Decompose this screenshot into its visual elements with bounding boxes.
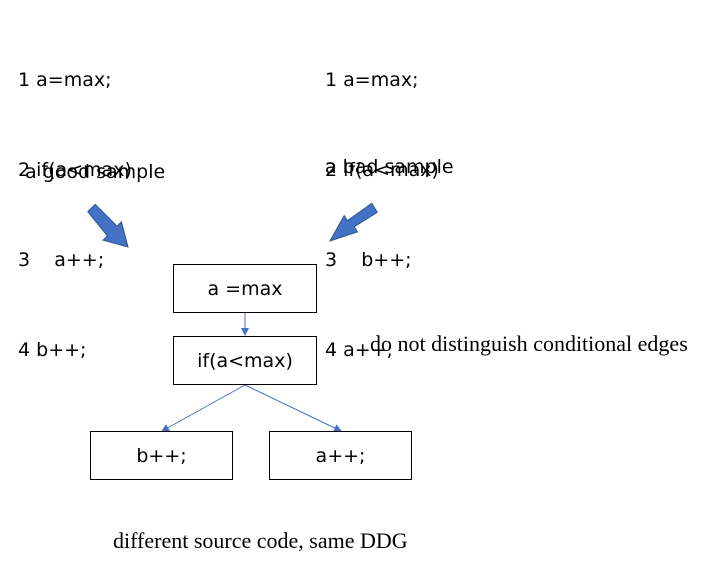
edge-cond-to-right xyxy=(244,384,342,432)
conditional-edges-note: do not distinguish conditional edges xyxy=(370,331,688,356)
bad-code-line-1: 1 a=max; xyxy=(325,69,419,91)
good-code-line-2: 2 if(a<max) xyxy=(18,159,132,181)
good-code-block: 1 a=max; 2 if(a<max) 3 a++; 4 b++; xyxy=(18,5,132,395)
good-code-line-3: 3 a++; xyxy=(18,249,105,271)
edge-cond-to-left xyxy=(161,384,246,432)
node-condition: if(a<max) xyxy=(173,336,317,385)
bad-sample-label: a bad sample xyxy=(325,156,454,178)
bad-code-line-2: 2 if(a<max) xyxy=(325,159,439,181)
node-left-label: b++; xyxy=(136,444,187,467)
good-sample-arrow xyxy=(87,203,129,248)
bad-code-line-4: 4 a++; xyxy=(325,339,394,361)
node-left-increment: b++; xyxy=(90,431,233,480)
node-right-label: a++; xyxy=(315,444,366,467)
good-code-line-4: 4 b++; xyxy=(18,339,87,361)
node-assign-label: a =max xyxy=(207,277,283,300)
good-sample-label: a good sample xyxy=(25,161,166,183)
bad-code-line-3: 3 b++; xyxy=(325,249,412,271)
bad-code-block: 1 a=max; 2 if(a<max) 3 b++; 4 a++; xyxy=(325,5,439,395)
good-code-line-1: 1 a=max; xyxy=(18,69,112,91)
node-condition-label: if(a<max) xyxy=(197,349,293,372)
footer-caption: different source code, same DDG xyxy=(113,528,408,553)
bad-sample-arrow xyxy=(328,202,378,242)
node-assign: a =max xyxy=(173,264,317,313)
node-right-increment: a++; xyxy=(269,431,412,480)
